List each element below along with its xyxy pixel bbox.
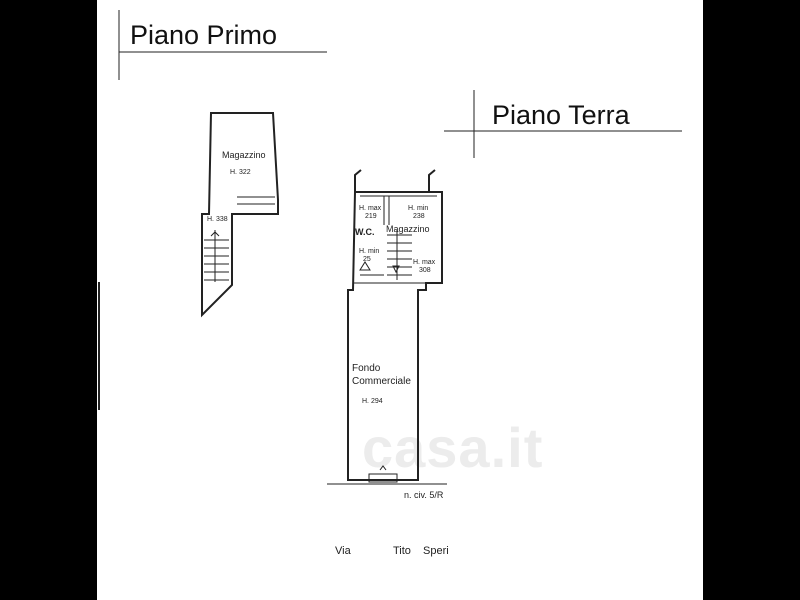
upper-room-height: H. 322 (230, 169, 251, 176)
upper-room-name: Magazzino (222, 150, 266, 160)
ground-floor-title: Piano Terra (492, 100, 630, 130)
upper-stair-height: H. 338 (207, 216, 228, 223)
civic-number: n. civ. 5/R (404, 490, 444, 500)
wc-label: W.C. (355, 227, 375, 237)
floor-plan-sheet: casa.it (97, 0, 703, 600)
ground-floor-outline (347, 169, 443, 481)
street-word-via: Via (335, 545, 351, 557)
floor-plan-drawing (98, 10, 682, 485)
wc-h-min-value: 25 (363, 256, 371, 263)
wc-h-max-value: 219 (365, 213, 377, 220)
upper-stairs (204, 230, 229, 282)
shop-name-line2: Commerciale (352, 376, 411, 387)
storage-h-max-label: H. max (413, 259, 436, 266)
upper-floor-outline (201, 112, 279, 318)
street-word-tito: Tito (393, 545, 411, 557)
shop-height: H. 294 (362, 398, 383, 405)
wc-h-max-label: H. max (359, 205, 382, 212)
storage-h-max-value: 308 (419, 267, 431, 274)
watermark: casa.it (362, 416, 544, 479)
street-word-speri: Speri (423, 545, 449, 557)
wc-h-min-label: H. min (359, 248, 380, 255)
storage-h-min-label: H. min (408, 205, 429, 212)
upper-floor-title: Piano Primo (130, 20, 278, 50)
shop-name-line1: Fondo (352, 363, 381, 374)
storage-h-min-value: 238 (413, 213, 425, 220)
ground-stairs (359, 230, 412, 280)
storage-name: Magazzino (386, 224, 430, 234)
